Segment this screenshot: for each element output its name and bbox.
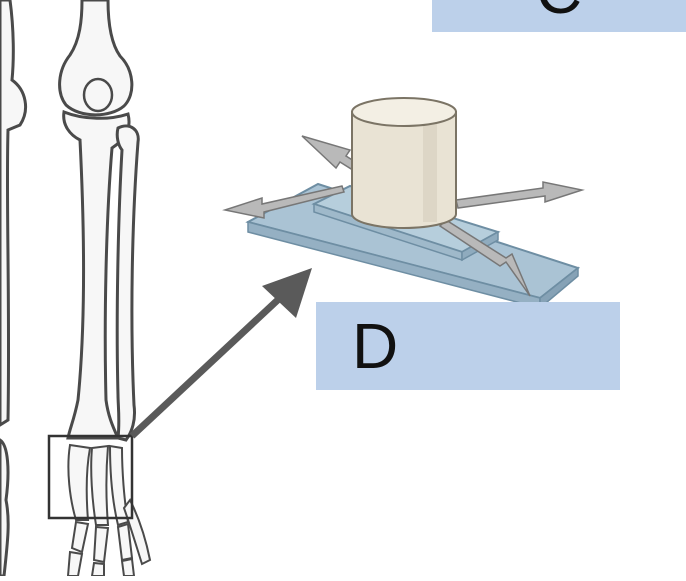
cylinder [352, 98, 456, 228]
plane-joint-icon [225, 98, 582, 308]
partial-left-leg [0, 0, 26, 576]
label-box-c: C [432, 0, 686, 32]
patella-bone [84, 79, 112, 111]
label-box-d: D [316, 302, 620, 390]
foot-bones [68, 445, 150, 576]
fibula-bone [117, 126, 138, 440]
label-c-text: C [536, 0, 582, 28]
pointer-arrow-icon [132, 268, 312, 436]
label-d-text: D [352, 309, 398, 383]
